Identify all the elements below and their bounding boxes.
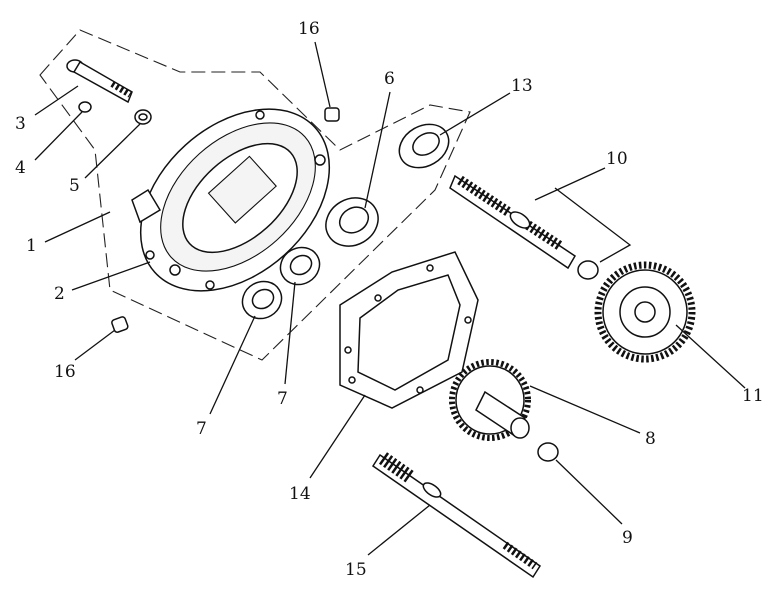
callout-5: 5 xyxy=(69,176,80,196)
callout-1: 1 xyxy=(26,236,37,256)
callout-2: 2 xyxy=(54,284,65,304)
bearing-7-right xyxy=(279,246,321,286)
callout-14: 14 xyxy=(289,484,311,504)
callout-16-bottom: 16 xyxy=(54,362,76,382)
group-outline xyxy=(39,29,471,361)
transmission-housing xyxy=(131,108,331,292)
callout-8: 8 xyxy=(645,429,656,449)
gear-11 xyxy=(594,261,696,363)
nut xyxy=(134,109,152,125)
callout-15: 15 xyxy=(345,560,367,580)
callout-16-top: 16 xyxy=(298,19,320,39)
thrust-washer xyxy=(537,442,559,462)
dowel-pin xyxy=(324,107,340,122)
callout-6: 6 xyxy=(384,69,395,89)
callout-3: 3 xyxy=(15,114,26,134)
washer xyxy=(78,101,92,113)
circlip xyxy=(577,260,599,280)
shaft-10 xyxy=(449,174,577,270)
callout-7-right: 7 xyxy=(277,389,288,409)
bearing-6 xyxy=(325,197,379,247)
bearing-13 xyxy=(398,123,450,169)
bearing-7-left xyxy=(241,280,283,320)
callout-13: 13 xyxy=(511,76,533,96)
leader-lines xyxy=(34,41,746,556)
callout-10: 10 xyxy=(606,149,628,169)
callout-4: 4 xyxy=(15,158,26,178)
bolt xyxy=(66,59,133,104)
callout-7-left: 7 xyxy=(196,419,207,439)
callout-9: 9 xyxy=(622,528,633,548)
output-shaft xyxy=(371,452,542,579)
gear-8 xyxy=(449,359,531,441)
gasket xyxy=(339,251,479,409)
dowel-pin xyxy=(111,316,129,333)
callout-11: 11 xyxy=(742,386,764,406)
